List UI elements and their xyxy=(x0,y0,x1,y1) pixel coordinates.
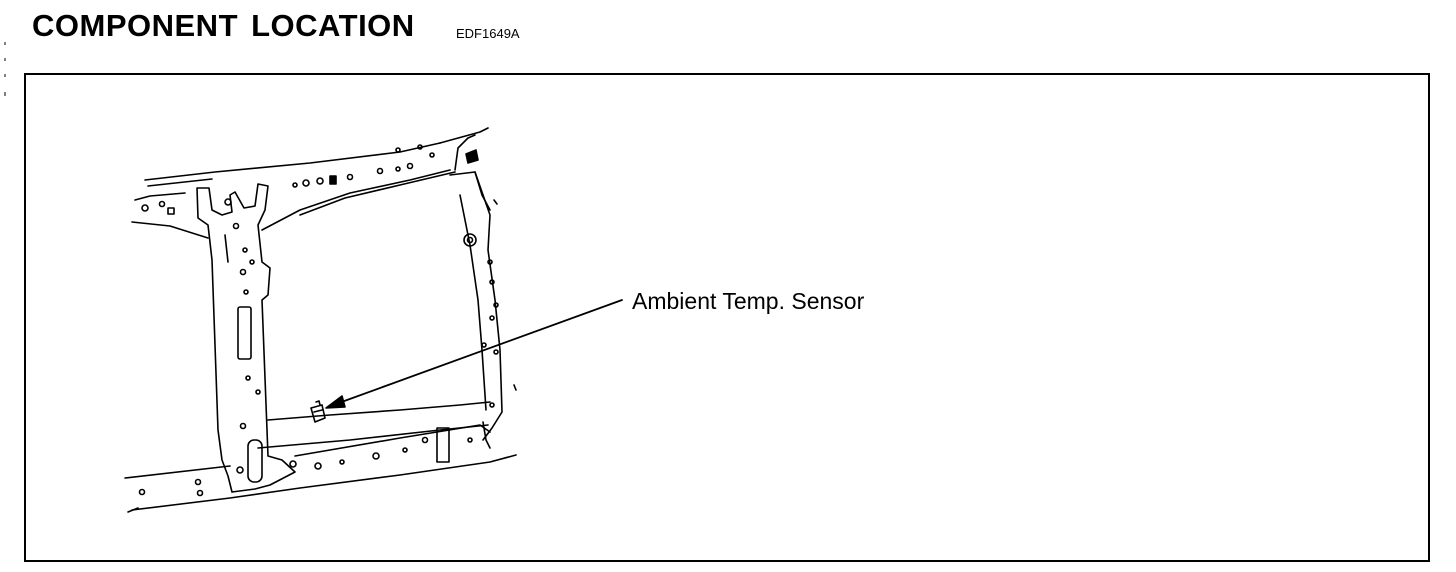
ambient-temp-sensor xyxy=(310,400,326,423)
ambient-temp-sensor-label: Ambient Temp. Sensor xyxy=(632,288,865,314)
callout-leader-arrow xyxy=(325,299,623,409)
lower-cross-member xyxy=(124,421,517,513)
upper-cross-member xyxy=(131,127,489,239)
lower-inner-rail xyxy=(257,401,491,449)
right-vertical-member xyxy=(449,171,517,441)
left-vertical-member xyxy=(196,183,296,493)
figure-frame xyxy=(24,73,1430,562)
margin-ticks xyxy=(4,42,6,96)
page-title: COMPONENT LOCATION xyxy=(32,8,415,43)
document-code: EDF1649A xyxy=(456,26,520,41)
